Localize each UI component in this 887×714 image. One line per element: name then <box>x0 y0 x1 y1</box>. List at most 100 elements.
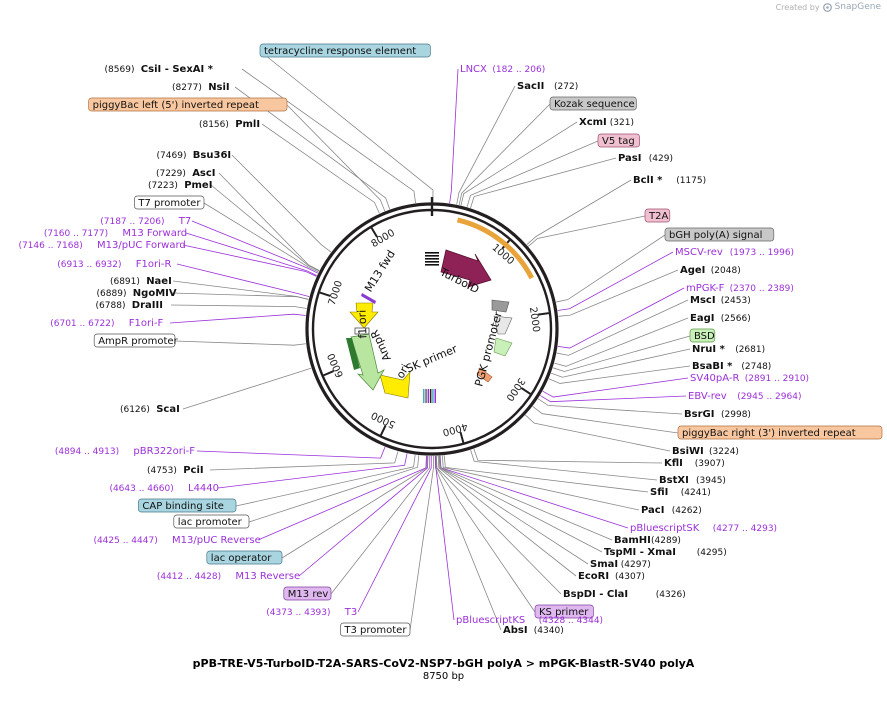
tick-label-5000: 5000 <box>370 409 398 430</box>
inner-label-m13-fwd: M13 fwd <box>362 248 398 294</box>
enzyme-name: PmeI <box>184 180 212 191</box>
right-leader-4 <box>460 121 578 206</box>
feature-turboid-arrow <box>440 249 492 288</box>
right-leader-14 <box>554 317 689 367</box>
enzyme-coord: (2566) <box>721 314 751 324</box>
feature-ampr-arrow <box>350 333 385 391</box>
enzyme-name: PmlI <box>235 119 260 130</box>
label-text: V5 tag <box>602 136 635 147</box>
right-label-agei: AgeI(2048) <box>680 265 741 276</box>
left-label-piggybac-left-5-inverted-repeat: piggyBac left (5') inverted repeat <box>88 97 288 112</box>
right-leader-24 <box>470 449 658 481</box>
enzyme-name: NaeI <box>146 276 172 287</box>
left-label-t7: T7(7187 .. 7206) <box>100 216 191 227</box>
tick-label-1000: 1000 <box>490 242 516 267</box>
enzyme-coord: (7469) <box>157 151 187 161</box>
site-coord: (7187 .. 7206) <box>100 217 164 227</box>
enzyme-coord: (3224) <box>709 447 739 457</box>
enzyme-name: SacII <box>517 81 544 92</box>
site-name: SV40pA-R <box>690 373 739 384</box>
enzyme-name: Bsu36I <box>193 150 231 161</box>
label-box <box>597 133 640 148</box>
enzyme-name: PacI <box>641 505 664 516</box>
right-leader-2 <box>456 85 516 205</box>
left-label-m13-rev: M13 rev <box>283 586 332 601</box>
enzyme-name: DraIII <box>132 300 163 311</box>
site-coord: (2370 .. 2389) <box>730 284 794 294</box>
right-leader-9 <box>556 234 666 303</box>
right-leader-0 <box>259 50 434 203</box>
left-label-f1ori-r: F1ori-R(6913 .. 6932) <box>57 259 171 270</box>
right-label-bsrgi: BsrGI(2998) <box>684 409 751 420</box>
feature-piggybac-right-box <box>476 367 493 383</box>
tick-8000 <box>370 227 378 238</box>
left-label-t3: T3 (4373 .. 4393) <box>266 607 357 618</box>
feature-lac-cluster-bar <box>434 389 436 403</box>
right-leader-1 <box>449 68 459 204</box>
site-coord: (4412 .. 4428) <box>157 572 221 582</box>
right-label-bstxi: BstXI(3945) <box>659 475 726 486</box>
left-label-pbr322ori-f: pBR322ori-F(4894 .. 4913) <box>55 446 195 457</box>
right-label-ecori: EcoRI(4307) <box>578 571 645 582</box>
right-leader-30 <box>438 455 589 565</box>
left-label-ngomiv: NgoMIV(6889) <box>97 288 177 299</box>
credit-prefix: Created by <box>775 2 820 12</box>
enzyme-name: BamHI <box>614 535 651 546</box>
feature-bgh-polya-box <box>491 299 510 313</box>
site-coord: (4373 .. 4393) <box>266 608 330 618</box>
right-label-lncx: LNCX(182 .. 206) <box>460 64 545 75</box>
right-leader-28 <box>439 455 613 541</box>
left-leader-10 <box>182 244 317 277</box>
feature-tre-bar <box>425 258 439 260</box>
credit-brand: SnapGene <box>834 2 881 12</box>
feature-ori-arrow <box>379 371 411 399</box>
label-text: AmpR promoter <box>98 336 178 347</box>
right-label-pbluescriptsk: pBluescriptSK(4277 .. 4293) <box>630 523 777 534</box>
enzyme-coord: (321) <box>610 118 634 128</box>
site-name: MSCV-rev <box>675 247 723 258</box>
enzyme-name: PciI <box>183 465 203 476</box>
right-leader-3 <box>458 103 551 206</box>
enzyme-name: EcoRI <box>578 571 609 582</box>
enzyme-name: BsrGI <box>684 409 714 420</box>
left-label-m13-reverse: M13 Reverse(4412 .. 4428) <box>157 571 300 582</box>
snapgene-logo-icon <box>822 2 832 12</box>
left-leader-15 <box>169 313 306 324</box>
right-label-sfii: SfiI(4241) <box>650 487 711 498</box>
right-leader-22 <box>525 414 671 452</box>
left-leader-2 <box>286 104 386 212</box>
backbone-inner-strand <box>311 208 553 450</box>
right-leader-23 <box>473 448 663 464</box>
right-label-msci: MscI(2453) <box>690 295 751 306</box>
left-label-m13-puc-reverse: M13/pUC Reverse (4425 .. 4447) <box>93 535 260 546</box>
feature-pgk-promoter-arrow <box>493 315 513 335</box>
label-box <box>88 97 288 112</box>
site-name: EBV-rev <box>688 391 727 402</box>
enzyme-name: TspMI - XmaI <box>604 547 676 558</box>
right-label-sv40pa-r: SV40pA-R(2891 .. 2910) <box>690 373 809 384</box>
left-label-m13-forward: M13 Forward(7160 .. 7177) <box>44 228 187 239</box>
feature-m13fwd-bar <box>361 293 376 304</box>
right-leader-31 <box>437 455 577 577</box>
tick-2000 <box>537 312 550 316</box>
enzyme-name: BsiWI <box>672 446 704 457</box>
label-text: BSD <box>694 331 715 342</box>
site-name: LNCX <box>460 64 487 75</box>
site-coord: (4425 .. 4447) <box>93 536 157 546</box>
label-text: T3 promoter <box>343 625 407 636</box>
label-text: CAP binding site <box>142 501 224 512</box>
site-name: T3 <box>344 607 357 618</box>
right-label-t2a: T2A <box>644 208 671 223</box>
enzyme-name: ScaI <box>156 404 180 415</box>
label-box <box>664 227 775 242</box>
label-text: piggyBac right (3') inverted repeat <box>682 428 856 439</box>
label-box <box>534 604 594 619</box>
left-leader-5 <box>218 172 320 271</box>
left-label-pcii: PciI(4753) <box>147 465 204 476</box>
right-label-eagi: EagI(2566) <box>690 313 751 324</box>
site-name: M13/pUC Reverse <box>172 535 261 546</box>
site-coord: (4643 .. 4660) <box>109 484 173 494</box>
feature-ampr-promoter-box <box>354 327 370 335</box>
